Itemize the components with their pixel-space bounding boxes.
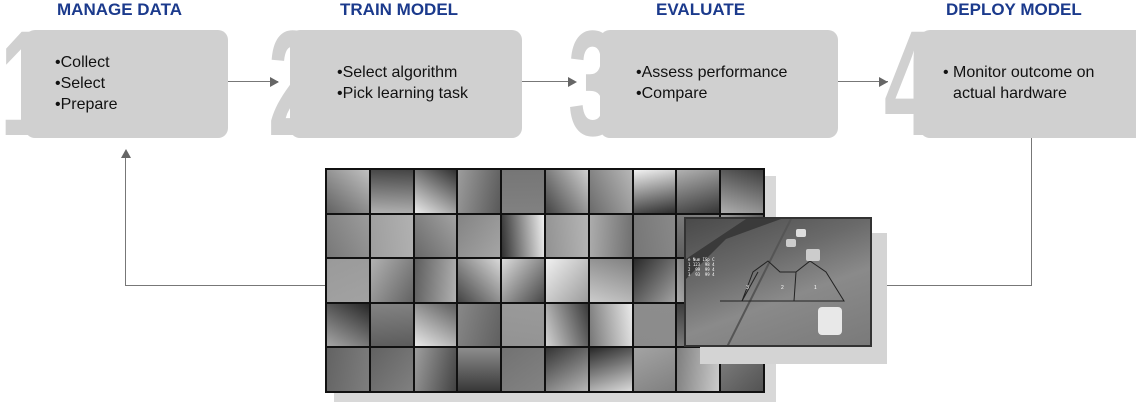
thermal-thumbnail: [545, 303, 588, 347]
step-1-title: MANAGE DATA: [57, 0, 182, 19]
thermal-thumbnail: [502, 303, 544, 347]
roadside: [686, 219, 781, 279]
thermal-thumbnail: [327, 259, 369, 302]
loop-bottom-left-line: [125, 285, 325, 286]
arrowhead-right-icon: [879, 77, 888, 87]
arrowhead-right-icon: [270, 77, 279, 87]
loop-up-line: [125, 158, 126, 286]
thermal-thumbnail: [502, 348, 544, 391]
step-4-box: [920, 30, 1136, 138]
car: [786, 239, 796, 247]
detection-readout: e Num ISp C 1 123 98 4 2 99 99 4 3 93 99…: [688, 257, 715, 277]
thermal-thumbnail: [589, 303, 632, 347]
step-4-number: 4: [884, 0, 935, 167]
car: [806, 249, 820, 261]
bullet: Compare: [636, 83, 787, 104]
thermal-thumbnail: [545, 348, 588, 391]
arrow-1-2: [228, 81, 278, 82]
thermal-thumbnail: [458, 259, 501, 302]
arrow-2-3: [522, 81, 574, 82]
thermal-thumbnail: [677, 170, 720, 213]
step-4-bullets: • Monitor outcome on actual hardware: [943, 62, 1123, 104]
step-3-title: EVALUATE: [656, 0, 746, 19]
thermal-thumbnail: [633, 259, 676, 302]
thermal-thumbnail: [370, 259, 413, 302]
thermal-thumbnail: [370, 170, 413, 213]
thermal-thumbnail: [589, 259, 632, 302]
bullet: •: [943, 64, 954, 81]
zone-label: 1: [814, 285, 817, 291]
thermal-thumbnail: [633, 170, 676, 213]
arrowhead-up-icon: [121, 149, 131, 158]
bullet: Collect: [55, 52, 118, 73]
bullet: Assess performance: [636, 62, 788, 83]
thermal-thumbnail: [458, 214, 501, 258]
step-2-title: TRAIN MODEL: [340, 0, 459, 19]
zone-divider: [741, 271, 759, 302]
arrow-3-4: [838, 81, 888, 82]
thermal-thumbnail: [327, 170, 369, 213]
car: [796, 229, 806, 237]
thermal-thumbnail: [633, 214, 676, 258]
thermal-thumbnail: [370, 214, 413, 258]
thermal-thumbnail: [414, 170, 457, 213]
step-2-bullets: Select algorithm Pick learning task: [337, 62, 468, 104]
thermal-thumbnail: [589, 214, 632, 258]
thermal-thumbnail: [721, 170, 763, 213]
thermal-thumbnail: [545, 170, 588, 213]
zone-divider: [793, 271, 797, 302]
thermal-thumbnail: [545, 259, 588, 302]
thermal-thumbnail: [370, 348, 413, 391]
thermal-thumbnail: [327, 348, 369, 391]
thermal-thumbnail: [414, 348, 457, 391]
step-1-number: 1: [0, 0, 51, 167]
arrowhead-right-icon: [568, 77, 577, 87]
loop-down-line: [1031, 138, 1032, 285]
thermal-thumbnail: [545, 214, 588, 258]
zone-label: 2: [781, 285, 784, 291]
loop-bottom-right-line: [884, 285, 1032, 286]
thermal-thumbnail: [458, 170, 501, 213]
thermal-thumbnail: [589, 348, 632, 391]
thermal-thumbnail: [502, 170, 544, 213]
thermal-thumbnail: [327, 214, 369, 258]
thermal-thumbnail: [458, 348, 501, 391]
bullet: Pick learning task: [337, 83, 468, 104]
bullet: Select algorithm: [337, 62, 468, 83]
bullet: Select: [55, 73, 118, 94]
thermal-thumbnail: [633, 348, 676, 391]
step-4-title: DEPLOY MODEL: [946, 0, 1082, 19]
zone-label: 3: [746, 285, 749, 291]
thermal-thumbnail: [633, 303, 676, 347]
thermal-thumbnail: [327, 303, 369, 347]
bullet: Prepare: [55, 94, 118, 115]
step-1-bullets: Collect Select Prepare: [55, 52, 118, 115]
thermal-thumbnail: [414, 259, 457, 302]
thermal-thumbnail: [458, 303, 501, 347]
step-3-bullets: Assess performance Compare: [636, 62, 788, 104]
lane-zones-overlay: 3 2 1: [686, 219, 845, 345]
zone-outline: [720, 260, 845, 302]
thermal-thumbnail: [414, 214, 457, 258]
thermal-thumbnail: [502, 259, 544, 302]
thermal-thumbnail: [414, 303, 457, 347]
highway-thermal-image: 3 2 1 e Num ISp C 1 123 98 4 2 99 99 4 3…: [684, 217, 872, 347]
bullet-text: Monitor outcome on actual hardware: [953, 64, 1095, 102]
thermal-thumbnail: [589, 170, 632, 213]
thermal-thumbnail: [502, 214, 544, 258]
thermal-thumbnail: [370, 303, 413, 347]
car: [818, 307, 842, 335]
lane-line: [726, 219, 792, 345]
